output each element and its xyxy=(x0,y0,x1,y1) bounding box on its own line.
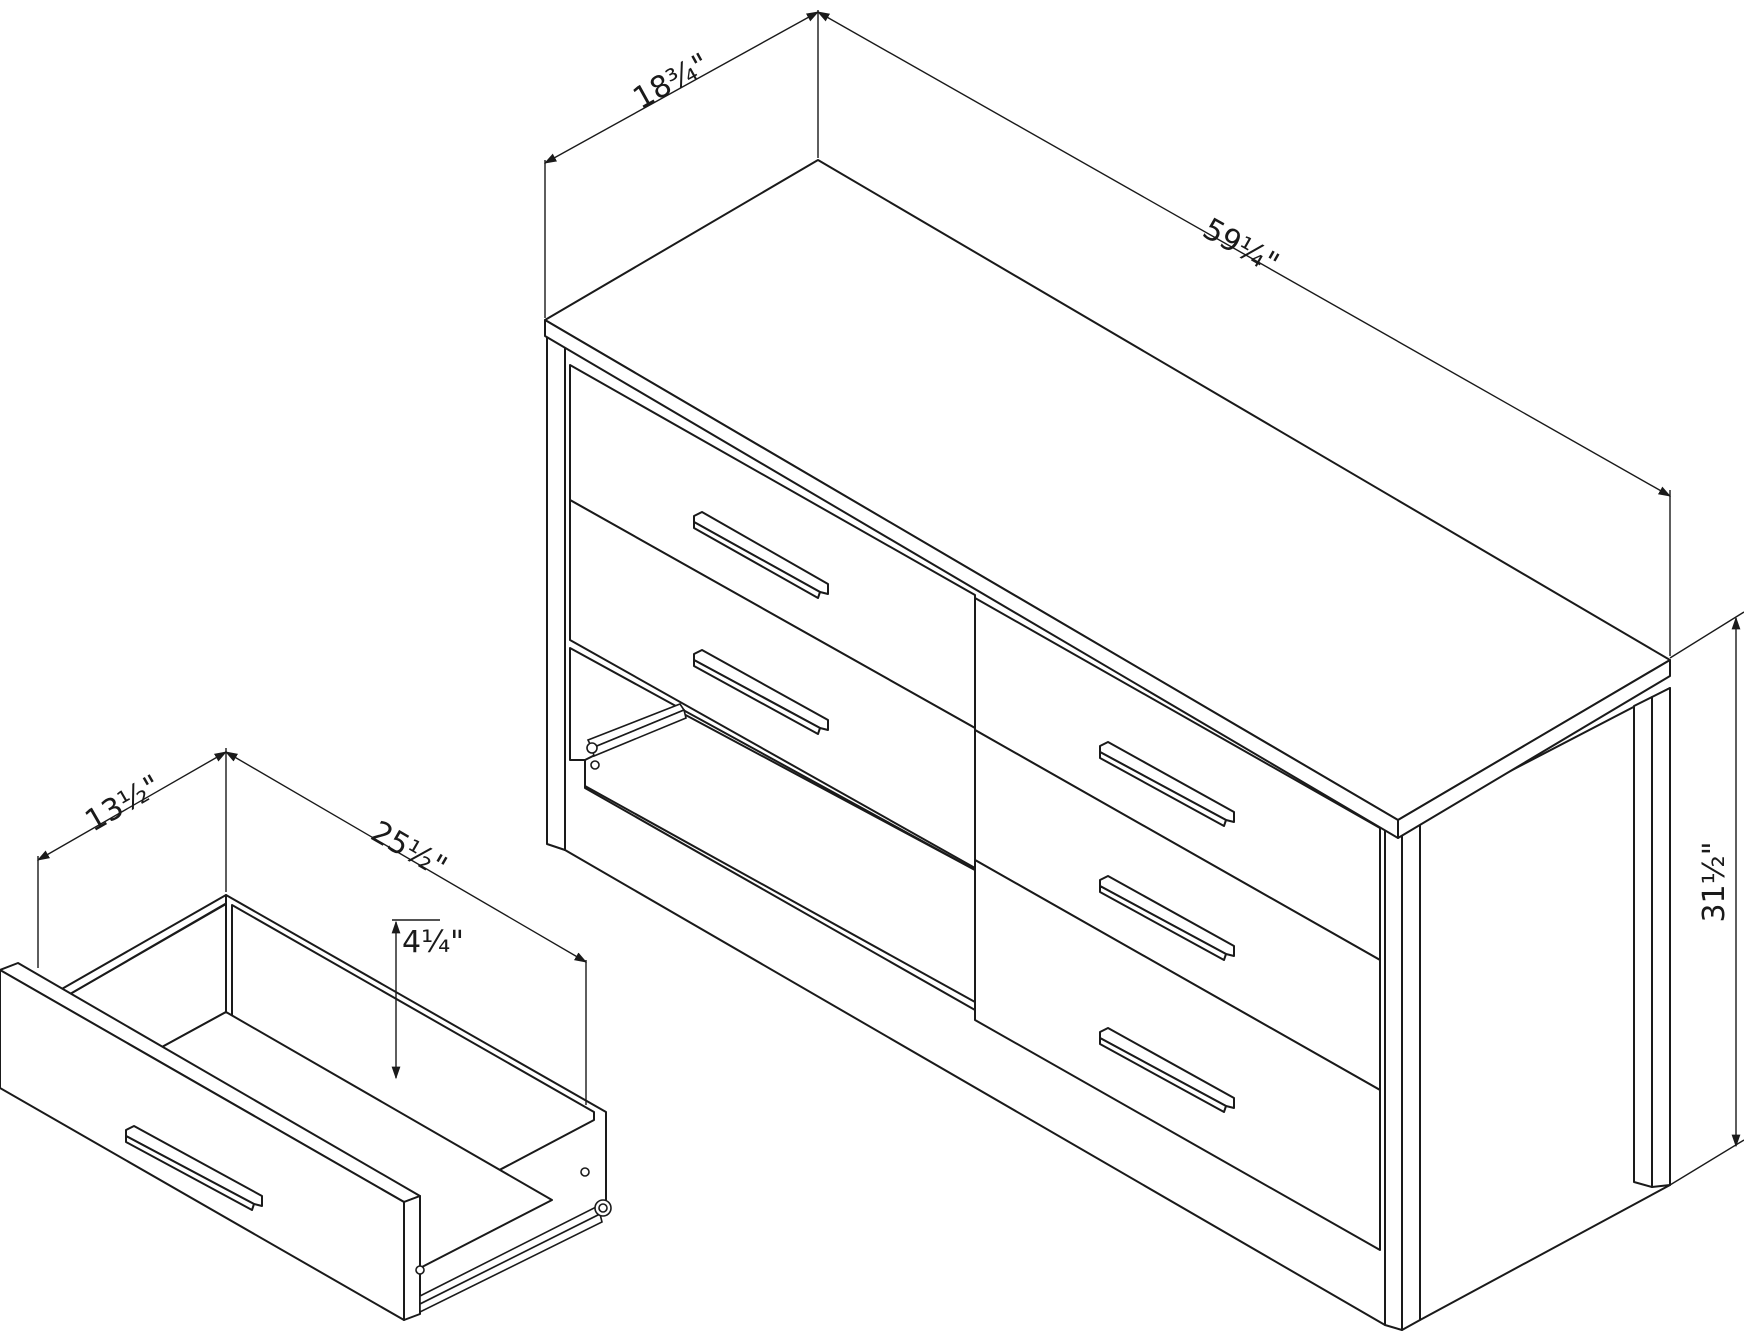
drawer-front-bottom-right xyxy=(974,859,1381,1251)
drawer-handle xyxy=(693,649,829,735)
drawer-handle xyxy=(125,1125,263,1211)
drawer-handle xyxy=(1099,875,1235,961)
drawer-width-label: 25½" xyxy=(365,814,453,885)
drawer-side-slide xyxy=(415,1167,612,1314)
dresser-right-leg-side xyxy=(1401,811,1421,1331)
drawer-illustration xyxy=(0,894,612,1321)
drawer-slide xyxy=(586,703,687,770)
dresser-illustration xyxy=(544,159,1671,1331)
drawer-handle xyxy=(693,511,829,599)
drawer-handle xyxy=(1099,1027,1235,1113)
drawer-front-panel-side xyxy=(403,1195,421,1321)
dresser-rear-leg-front xyxy=(1651,687,1671,1188)
drawer-depth-label: 13½" xyxy=(79,768,167,839)
dresser-top-side-edge xyxy=(1397,659,1671,839)
drawer-handle xyxy=(1099,741,1235,827)
dresser-left-leg xyxy=(546,332,566,851)
dresser-height-label: 31½" xyxy=(1697,841,1732,922)
dresser-right-leg xyxy=(1384,807,1403,1331)
dresser-width-label: 59¼" xyxy=(1197,212,1285,282)
dresser-depth-label: 18¾" xyxy=(627,47,715,117)
dresser-rear-leg xyxy=(1633,696,1653,1188)
drawer-height-label: 4¼" xyxy=(402,925,464,960)
